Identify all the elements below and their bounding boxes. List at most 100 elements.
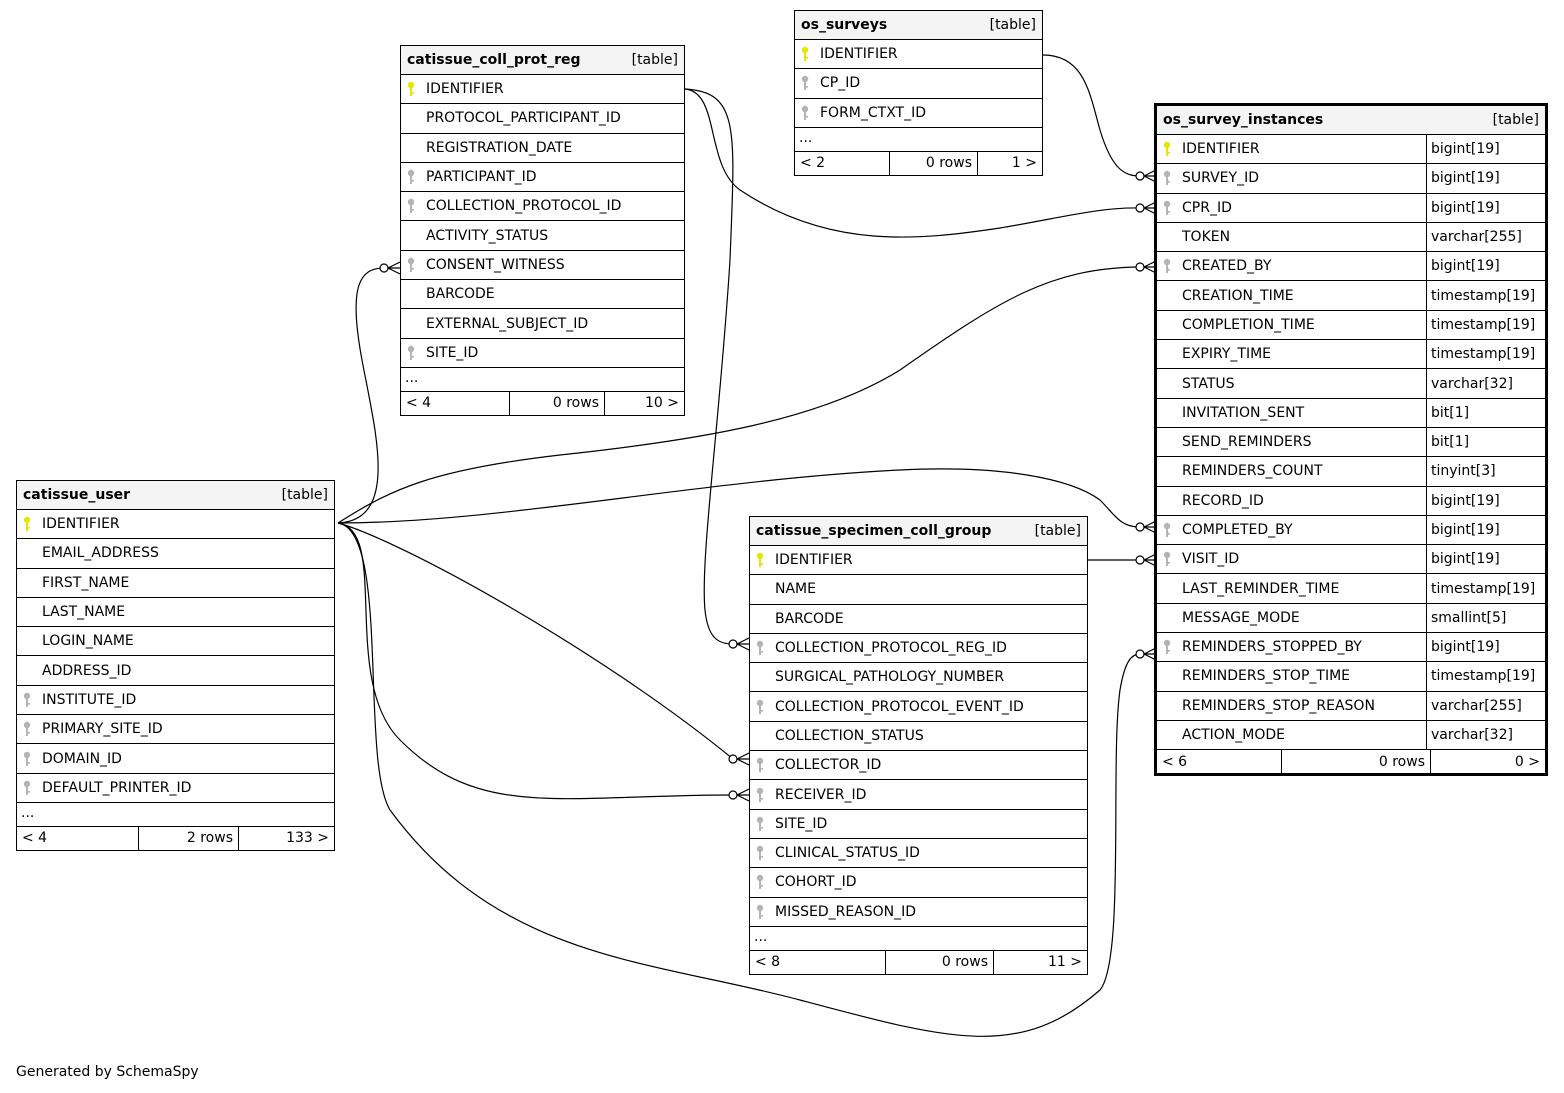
column-row[interactable]: LAST_REMINDER_TIME timestamp[19] bbox=[1157, 574, 1545, 604]
column-row[interactable]: SITE_ID bbox=[750, 810, 1087, 839]
column-type: smallint[5] bbox=[1426, 603, 1545, 633]
table-catissue-specimen-coll-group[interactable]: catissue_specimen_coll_group[table]IDENT… bbox=[749, 516, 1088, 975]
column-row[interactable]: DOMAIN_ID bbox=[17, 744, 334, 774]
column-row[interactable]: SURGICAL_PATHOLOGY_NUMBER bbox=[750, 663, 1087, 693]
foreign-key-icon bbox=[17, 780, 37, 796]
column-row[interactable]: COLLECTION_PROTOCOL_ID bbox=[401, 192, 684, 222]
column-row[interactable]: COLLECTION_STATUS bbox=[750, 722, 1087, 752]
edge-user-to-collector bbox=[337, 522, 734, 760]
column-row[interactable]: COLLECTOR_ID bbox=[750, 751, 1087, 781]
column-row[interactable]: ADDRESS_ID bbox=[17, 656, 334, 686]
foreign-key-icon bbox=[750, 757, 770, 773]
column-name: ADDRESS_ID bbox=[42, 662, 132, 679]
column-row[interactable]: REGISTRATION_DATE bbox=[401, 134, 684, 163]
column-row[interactable]: CONSENT_WITNESS bbox=[401, 251, 684, 281]
more-columns[interactable]: ... bbox=[750, 927, 1087, 951]
column-row[interactable]: CP_ID bbox=[795, 69, 1042, 99]
column-row[interactable]: EXTERNAL_SUBJECT_ID bbox=[401, 309, 684, 339]
more-columns[interactable]: ... bbox=[795, 128, 1042, 152]
column-name: REMINDERS_STOPPED_BY bbox=[1182, 639, 1362, 656]
parents-count[interactable]: < 2 bbox=[795, 151, 890, 175]
column-row[interactable]: LAST_NAME bbox=[17, 598, 334, 628]
parents-count[interactable]: < 4 bbox=[17, 826, 139, 850]
column-row[interactable]: INSTITUTE_ID bbox=[17, 686, 334, 716]
column-row[interactable]: SITE_ID bbox=[401, 339, 684, 368]
column-row[interactable]: ACTIVITY_STATUS bbox=[401, 221, 684, 251]
parents-count[interactable]: < 8 bbox=[750, 950, 886, 974]
table-name: catissue_user bbox=[23, 487, 131, 503]
column-name: IDENTIFIER bbox=[42, 516, 120, 533]
column-row[interactable]: DEFAULT_PRINTER_ID bbox=[17, 774, 334, 803]
children-count[interactable]: 11 > bbox=[1048, 954, 1082, 971]
parents-count[interactable]: < 6 bbox=[1157, 750, 1282, 774]
column-row[interactable]: BARCODE bbox=[401, 280, 684, 310]
more-columns[interactable]: ... bbox=[401, 368, 684, 392]
column-row[interactable]: RECEIVER_ID bbox=[750, 780, 1087, 810]
column-row[interactable]: EMAIL_ADDRESS bbox=[17, 539, 334, 569]
table-type: [table] bbox=[989, 17, 1036, 33]
column-name: LAST_REMINDER_TIME bbox=[1182, 580, 1340, 597]
column-row[interactable]: PROTOCOL_PARTICIPANT_ID bbox=[401, 104, 684, 134]
column-row[interactable]: COHORT_ID bbox=[750, 868, 1087, 898]
foreign-key-icon bbox=[1157, 258, 1177, 274]
crowfoot-marker bbox=[736, 788, 750, 802]
column-row[interactable]: PRIMARY_SITE_ID bbox=[17, 715, 334, 745]
column-row[interactable]: COLLECTION_PROTOCOL_REG_ID bbox=[750, 634, 1087, 664]
column-row[interactable]: NAME bbox=[750, 575, 1087, 605]
crowfoot-marker bbox=[387, 261, 401, 275]
column-row[interactable]: FORM_CTXT_ID bbox=[795, 99, 1042, 128]
optional-marker bbox=[728, 754, 738, 764]
column-name: IDENTIFIER bbox=[775, 552, 853, 569]
column-name: SITE_ID bbox=[775, 815, 828, 832]
column-type: timestamp[19] bbox=[1426, 574, 1545, 603]
column-row[interactable]: IDENTIFIER bbox=[401, 75, 684, 105]
children-count[interactable]: 10 > bbox=[645, 395, 679, 412]
column-row[interactable]: BARCODE bbox=[750, 605, 1087, 634]
optional-marker bbox=[1135, 262, 1145, 272]
children-count[interactable]: 0 > bbox=[1514, 753, 1540, 770]
column-row[interactable]: MISSED_REASON_ID bbox=[750, 898, 1087, 927]
foreign-key-icon bbox=[1157, 551, 1177, 567]
more-columns[interactable]: ... bbox=[17, 803, 334, 827]
foreign-key-icon bbox=[401, 257, 421, 273]
column-row[interactable]: IDENTIFIER bbox=[750, 546, 1087, 576]
children-count[interactable]: 133 > bbox=[286, 830, 329, 847]
column-row[interactable]: LOGIN_NAME bbox=[17, 627, 334, 657]
children-count[interactable]: 1 > bbox=[1011, 155, 1037, 172]
column-name: STATUS bbox=[1182, 375, 1235, 392]
column-name: RECORD_ID bbox=[1182, 492, 1264, 509]
column-name: TOKEN bbox=[1182, 229, 1231, 246]
column-row[interactable]: PARTICIPANT_ID bbox=[401, 163, 684, 193]
column-row[interactable]: IDENTIFIER bbox=[795, 40, 1042, 70]
column-row[interactable]: IDENTIFIER bbox=[17, 510, 334, 540]
column-row[interactable]: COLLECTION_PROTOCOL_EVENT_ID bbox=[750, 692, 1087, 722]
parents-count[interactable]: < 4 bbox=[401, 391, 510, 415]
column-row[interactable]: FIRST_NAME bbox=[17, 569, 334, 598]
column-row[interactable]: CLINICAL_STATUS_ID bbox=[750, 839, 1087, 869]
